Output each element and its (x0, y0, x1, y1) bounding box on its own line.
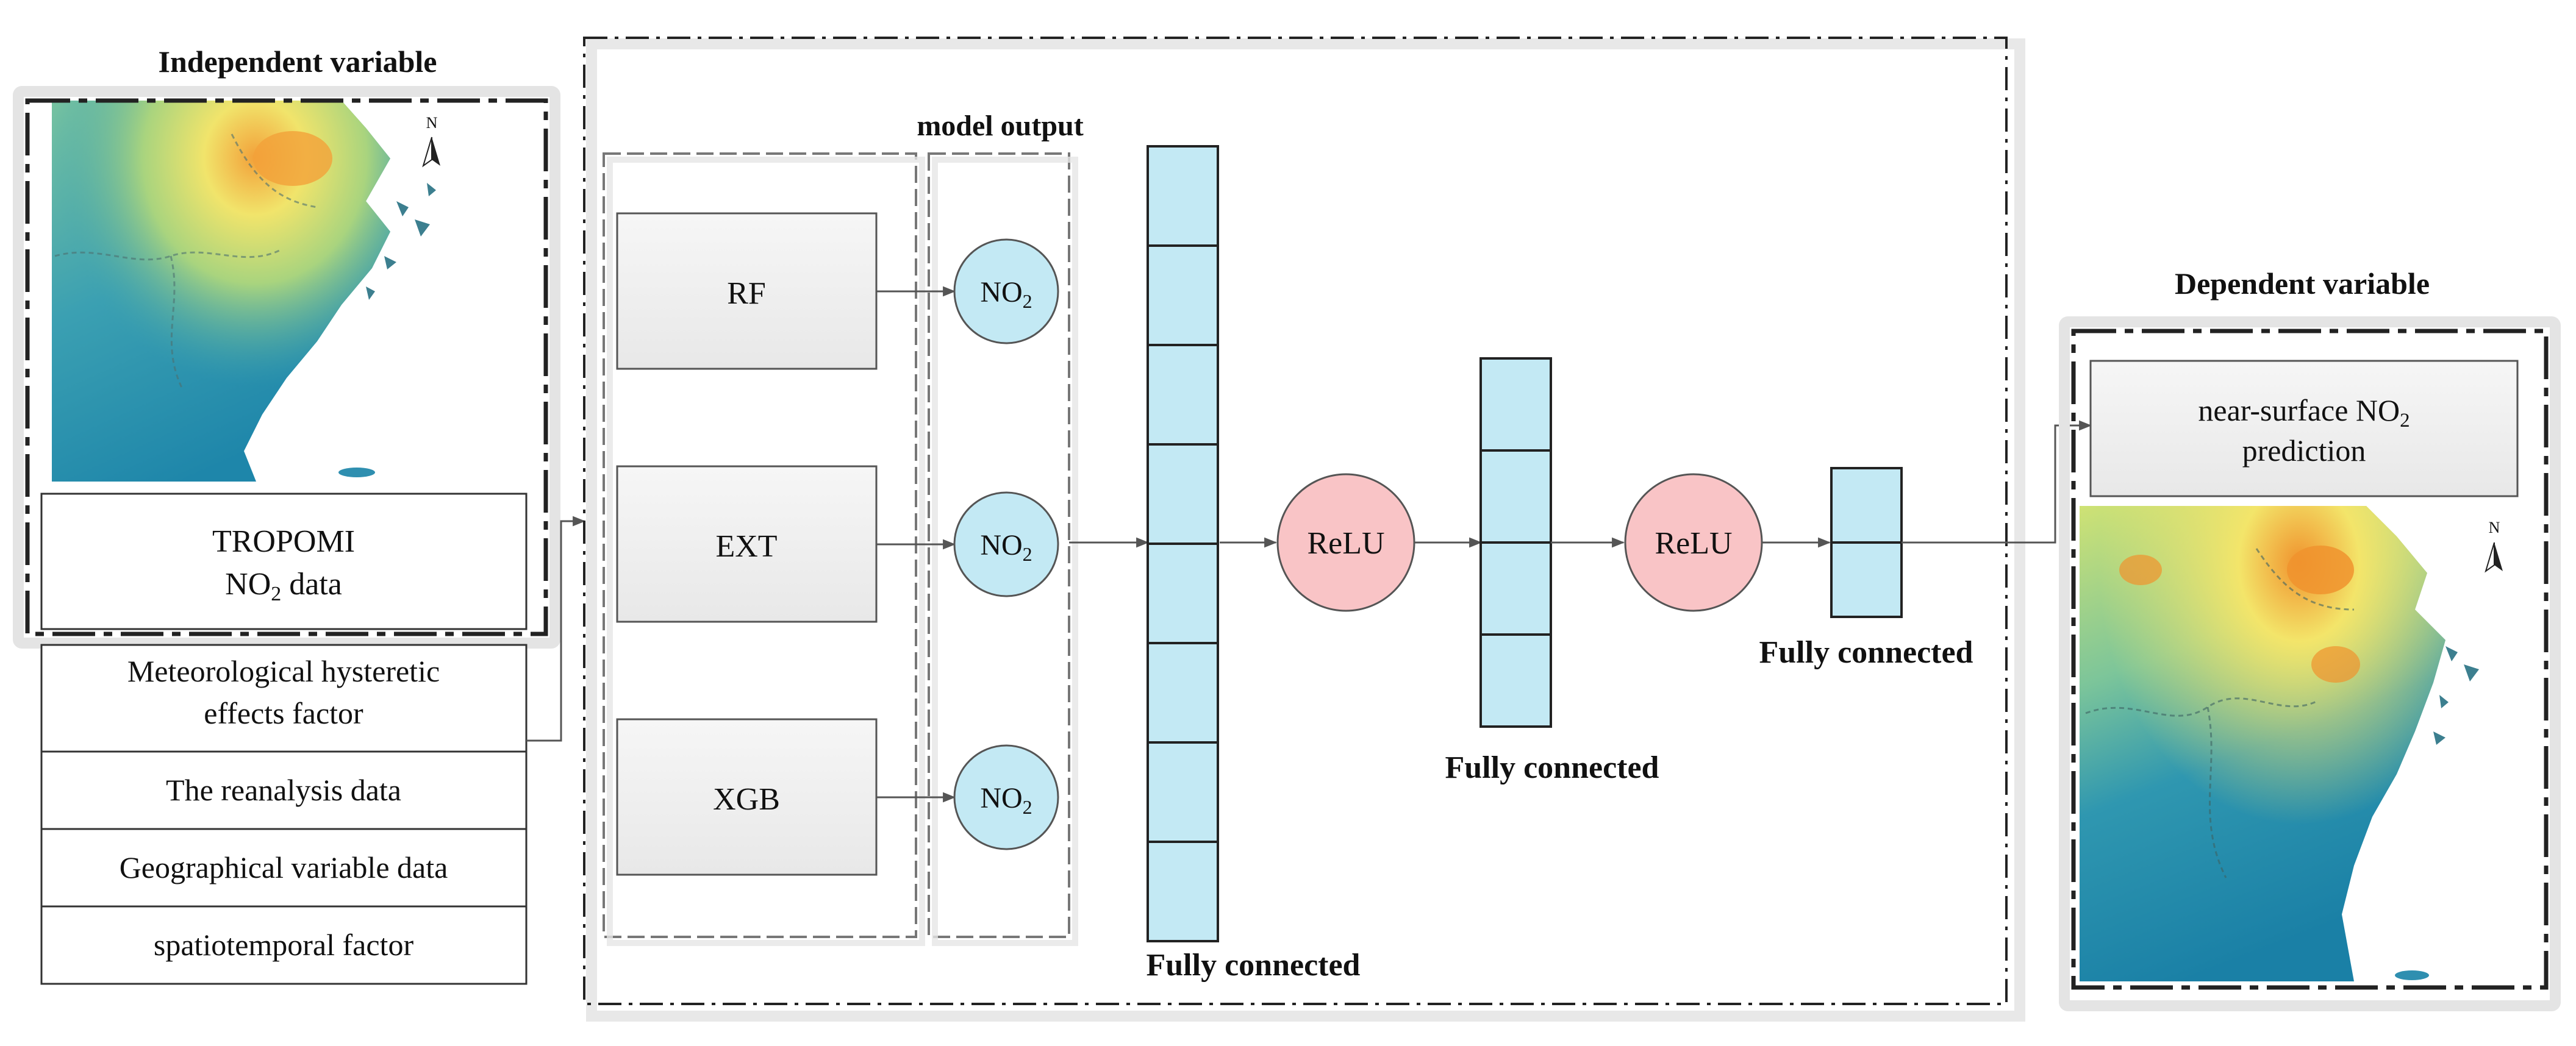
variable-item-geographical (40, 828, 528, 908)
fc3-cell (1830, 541, 1903, 618)
prediction-box (2089, 360, 2519, 497)
north-arrow-icon (422, 137, 440, 168)
north-arrow-icon-right (2485, 542, 2503, 573)
variable-list: Meteorological hysteretic effects factor… (40, 644, 528, 985)
fc-layer-3-label: Fully connected (1759, 635, 1973, 670)
model-output-group-shadow (932, 157, 1078, 946)
model-box-ext (616, 465, 878, 623)
model-frame-shadow (586, 38, 2025, 1022)
fc-layer-1 (1147, 145, 1219, 942)
ext-output-label: NO2 (980, 529, 1032, 565)
variable-item-meteorological-line1: Meteorological hysteretic (127, 654, 440, 688)
model-box-rf (616, 212, 878, 370)
model-box-xgb-label: XGB (713, 782, 780, 817)
rf-output-node (953, 238, 1059, 344)
variable-item-meteorological (40, 644, 528, 753)
north-label: N (426, 114, 438, 132)
right-map-shadow (2059, 316, 2561, 1011)
model-box-xgb (616, 718, 878, 876)
left-map-shadow (13, 86, 560, 649)
variable-item-spatiotemporal (40, 905, 528, 985)
model-box-ext-label: EXT (715, 529, 777, 564)
fc-layer-2 (1479, 357, 1552, 728)
north-label-right: N (2489, 519, 2500, 536)
input-connector (526, 516, 586, 742)
xgb-output-label: NO2 (980, 782, 1032, 818)
fc-layer-1-label: Fully connected (1147, 948, 1361, 983)
fc1-cell (1147, 145, 1219, 247)
model-frame (583, 37, 2008, 1005)
prediction-line2: prediction (2242, 433, 2366, 468)
model-output-group (928, 152, 1070, 938)
prediction-map-image (2080, 506, 2479, 981)
base-models-group-shadow (607, 157, 925, 946)
model-box-rf-label: RF (727, 276, 766, 311)
fc1-cell (1147, 741, 1219, 843)
tropomi-box (40, 493, 528, 630)
fc1-cell (1147, 443, 1219, 545)
fc1-cell (1147, 344, 1219, 446)
tropomi-line2: NO2 data (225, 567, 342, 605)
prediction-line1: near-surface NO2 (2198, 393, 2410, 432)
fc3-cell (1830, 467, 1903, 544)
fc2-cell (1479, 633, 1552, 728)
variable-item-reanalysis (40, 750, 528, 830)
variable-item-meteorological-line2: effects factor (204, 696, 363, 730)
fc1-cell (1147, 543, 1219, 644)
variable-item-geographical-label: Geographical variable data (120, 850, 448, 884)
relu-node-2-label: ReLU (1655, 526, 1732, 561)
fc3-to-prediction-connector (1902, 420, 2092, 544)
fc1-cell (1147, 642, 1219, 744)
left-map-border (25, 98, 548, 636)
fc1-cell (1147, 244, 1219, 346)
variable-item-reanalysis-label: The reanalysis data (166, 773, 401, 807)
dependent-variable-title: Dependent variable (2175, 266, 2430, 301)
variable-item-spatiotemporal-label: spatiotemporal factor (154, 928, 414, 962)
fc-layer-2-label: Fully connected (1445, 750, 1659, 785)
relu-node-1-label: ReLU (1307, 526, 1384, 561)
tropomi-map-image (52, 101, 436, 482)
fc2-cell (1479, 357, 1552, 452)
independent-variable-title: Independent variable (158, 44, 437, 79)
ext-output-node (953, 491, 1059, 597)
model-output-label: model output (917, 110, 1083, 142)
fc2-cell (1479, 449, 1552, 544)
rf-output-label: NO2 (980, 276, 1032, 312)
tropomi-line1: TROPOMI (212, 524, 355, 559)
fc-layer-3 (1830, 467, 1903, 618)
fc1-cell (1147, 841, 1219, 942)
fc2-cell (1479, 541, 1552, 636)
xgb-output-node (953, 744, 1059, 850)
right-map-border (2071, 329, 2549, 990)
